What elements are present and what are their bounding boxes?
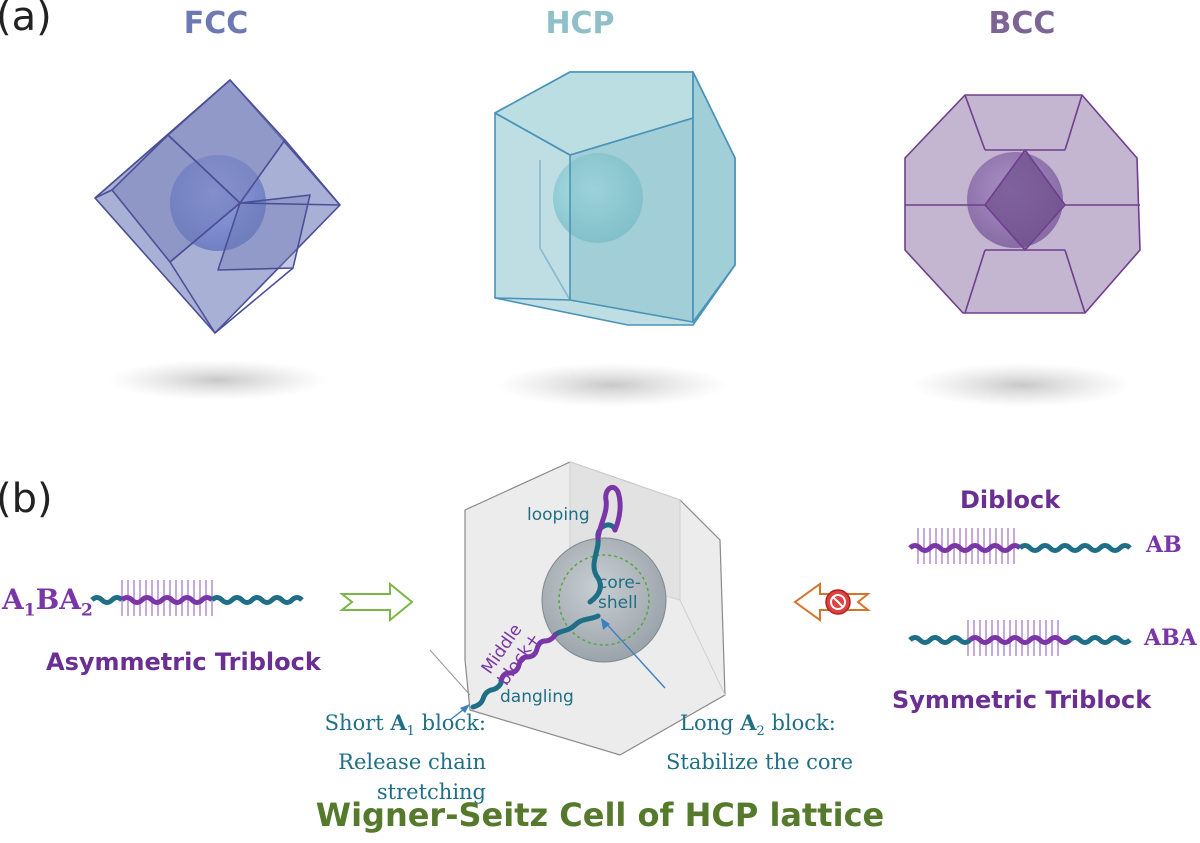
fcc-shadow	[108, 360, 328, 400]
panel-a-label: (a)	[0, 0, 52, 40]
core-label-2: shell	[598, 593, 638, 613]
polyhedra-panel	[94, 71, 1141, 407]
long-block-arrow	[602, 619, 666, 689]
short-block-caption: Short A1 block: Release chain stretching	[324, 710, 486, 805]
long-block-caption: Long A2 block: Stabilize the core	[666, 710, 854, 775]
asymmetric-formula: A1BA2	[2, 583, 93, 621]
dangling-chain-purple	[498, 632, 558, 684]
core-shell-boundary	[558, 554, 650, 646]
aba-label: ABA	[1144, 625, 1197, 651]
symmetric-caption: Symmetric Triblock	[892, 686, 1152, 714]
bcc-shadow	[912, 363, 1132, 407]
dangling-label: dangling	[500, 687, 574, 707]
fcc-title: FCC	[183, 6, 249, 41]
diblock-chain	[908, 528, 1132, 564]
hcp-shadow	[497, 363, 727, 407]
hcp-title: HCP	[545, 6, 615, 41]
green-arrow	[339, 581, 414, 623]
panel-b-label: (b)	[0, 476, 53, 522]
bcc-title: BCC	[988, 6, 1056, 41]
diblock-label: Diblock	[960, 486, 1061, 514]
core-sphere	[541, 537, 667, 663]
blocked-arrow	[793, 582, 871, 622]
dangling-chain-teal-end	[470, 680, 504, 710]
core-label-1: core-	[598, 573, 641, 593]
asymmetric-caption: Asymmetric Triblock	[46, 648, 321, 676]
ab-label: AB	[1146, 532, 1182, 558]
bcc-polyhedron	[904, 94, 1141, 314]
looping-label: looping	[527, 505, 590, 525]
hcp-polyhedron	[494, 71, 736, 326]
looping-chain-teal-2	[587, 575, 603, 605]
cell-title: Wigner-Seitz Cell of HCP lattice	[315, 796, 885, 834]
triblock-panel: looping core- shell dangling Middle bloc…	[90, 461, 1132, 756]
fcc-polyhedron	[94, 79, 341, 334]
asymmetric-triblock-chain	[90, 580, 304, 616]
looping-chain-purple	[595, 485, 623, 541]
symmetric-triblock-chain	[908, 620, 1132, 656]
dangling-chain-teal-core	[552, 613, 601, 638]
